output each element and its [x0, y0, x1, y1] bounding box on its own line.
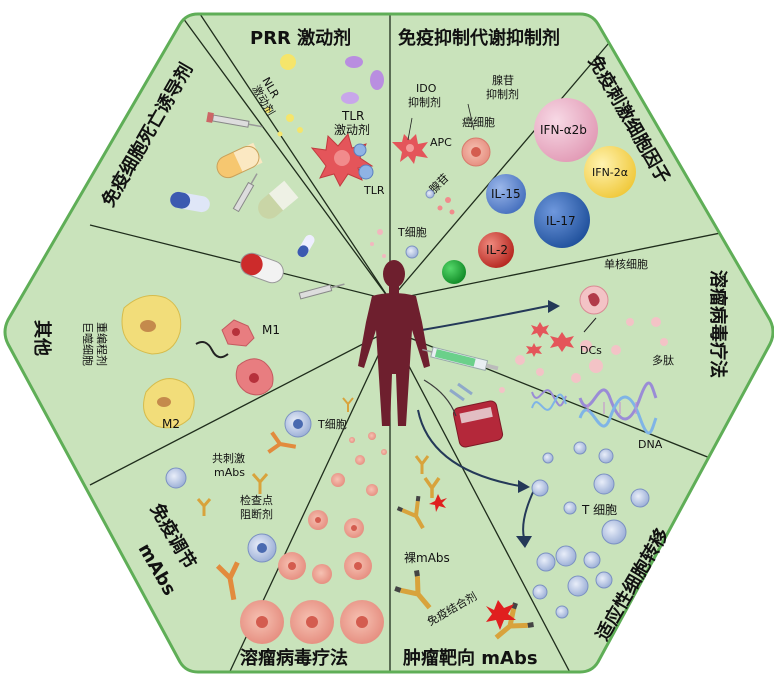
label-tlr: TLR [363, 184, 385, 197]
label-il2: IL-2 [486, 243, 508, 257]
label-ifn-2a: IFN-2α [592, 166, 628, 179]
label-apc: APC [430, 136, 452, 149]
label-dcs: DCs [580, 344, 602, 357]
label-cancer-cell: 癌细胞 [462, 115, 495, 129]
cancer-cell-icon [462, 138, 490, 166]
label-il15: IL-15 [491, 187, 521, 201]
label-macro-1: 巨噬细胞 [81, 322, 95, 366]
label-ido-2: 抑制剂 [408, 95, 441, 109]
label-costim-1: 共刺激 [212, 451, 245, 465]
label-checkpoint-1: 检查点 [240, 493, 273, 507]
label-tcell-mod: T细胞 [317, 418, 347, 431]
label-tcell-top: T细胞 [397, 226, 427, 239]
label-peptide: 多肽 [652, 353, 674, 367]
label-monocyte: 单核细胞 [604, 257, 648, 271]
label-m1: M1 [262, 323, 280, 337]
label-m2: M2 [162, 417, 180, 431]
title-targeting: 肿瘤靶向 mAbs [403, 647, 538, 669]
label-macro-2: 重编程剂 [95, 322, 109, 366]
title-oncolytic-bottom: 溶瘤病毒疗法 [240, 647, 348, 669]
label-adenosine-inh-2: 抑制剂 [486, 87, 519, 101]
label-tlr-1: TLR [341, 109, 364, 123]
label-costim-2: mAbs [214, 466, 245, 479]
label-ido-1: IDO [416, 82, 437, 95]
title-prr: PRR 激动剂 [250, 27, 351, 49]
label-checkpoint-2: 阻断剂 [240, 507, 273, 521]
label-tcell-act: T 细胞 [581, 503, 617, 517]
label-adenosine-inh-1: 腺苷 [492, 73, 514, 87]
label-ifn-a2b: IFN-α2b [540, 123, 587, 137]
title-metabolic: 免疫抑制代谢抑制剂 [398, 27, 560, 49]
label-il17: IL-17 [546, 214, 576, 228]
title-oncolytic-right: 溶瘤病毒疗法 [707, 270, 729, 378]
blood-bag-icon [452, 400, 503, 448]
label-tlr-2: 激动剂 [334, 122, 370, 137]
label-dna: DNA [638, 438, 663, 451]
title-others: 其他 [31, 320, 53, 356]
label-naked-mabs: 裸mAbs [404, 550, 450, 565]
